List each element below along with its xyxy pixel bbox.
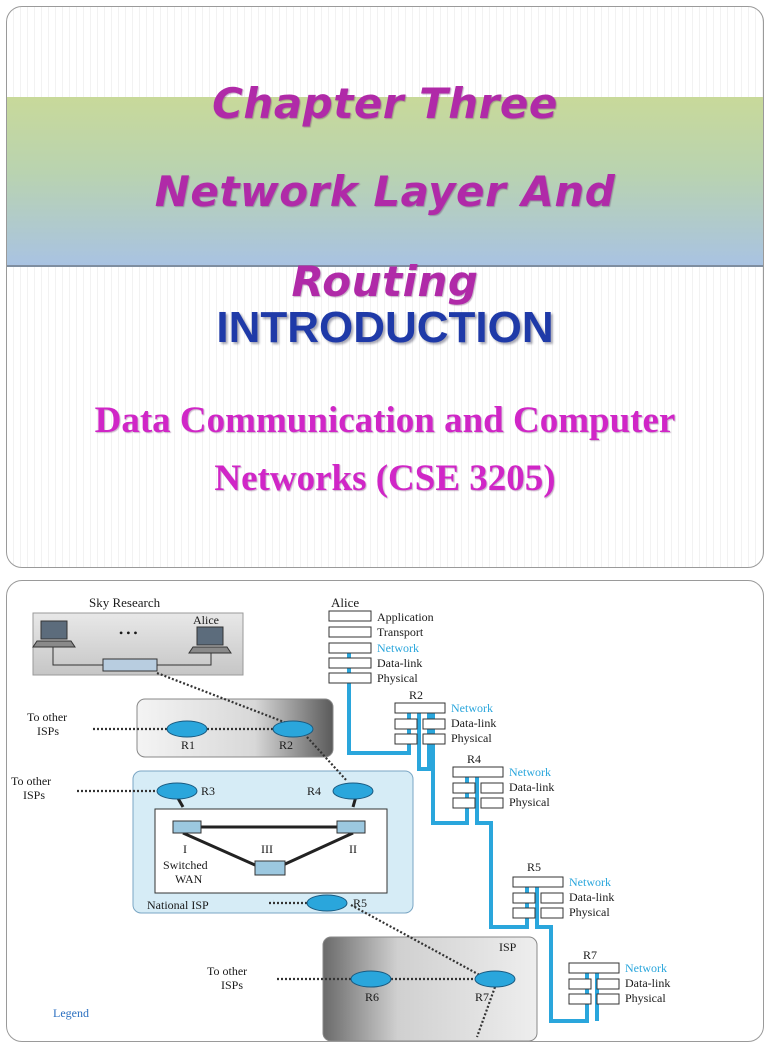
router-icon: [156, 782, 198, 800]
network-links: [77, 671, 497, 1038]
network-diagram: Sky Research • • • Alice ISP: [11, 595, 670, 1041]
alice-stack-title: Alice: [331, 595, 359, 610]
r7-layer-physical: Physical: [625, 991, 666, 1005]
to-other-isps-label: To other: [11, 774, 51, 788]
wan-switch: [336, 820, 366, 834]
r5-layer-network: Network: [569, 875, 611, 889]
r5-layer-data-link: Data-link: [569, 890, 614, 904]
r4-layer-data-link: Data-link: [509, 780, 554, 794]
router-label-r5: R5: [353, 896, 367, 910]
isps-label: ISPs: [221, 978, 243, 992]
chapter-title-line-2: Network Layer And: [154, 167, 616, 216]
course-title-line-2: Networks (CSE 3205): [214, 458, 556, 499]
wan-switch: [172, 820, 202, 834]
router-icon: [166, 720, 208, 738]
alice-host-label: Alice: [193, 613, 219, 627]
isps-label: ISPs: [37, 724, 59, 738]
switched-wan-label-1: Switched: [163, 858, 208, 872]
router-label-r4: R4: [307, 784, 321, 798]
laptop-icon: [188, 626, 232, 654]
r2-layer-data-link: Data-link: [451, 716, 496, 730]
layer-data-link: Data-link: [377, 656, 422, 670]
wan-switch: [254, 860, 286, 876]
to-other-isps-label: To other: [207, 964, 247, 978]
stack-title-r5: R5: [527, 860, 541, 874]
r5-layer-physical: Physical: [569, 905, 610, 919]
switch-label-3: III: [261, 842, 273, 856]
national-isp-label: National ISP: [147, 898, 209, 912]
router-protocol-stack: [568, 962, 620, 1005]
switch-label-2: II: [349, 842, 357, 856]
router-protocol-stack: [452, 766, 504, 809]
lan-cable: [52, 647, 103, 666]
isp-box-bottom: [322, 936, 538, 1041]
router-protocol-stack: [394, 702, 446, 745]
lan-switch: [102, 658, 158, 672]
stack-title-r7: R7: [583, 948, 597, 962]
more-hosts-dots: • • •: [119, 626, 138, 640]
isp-label: ISP: [499, 940, 517, 954]
laptop-icon: [32, 620, 76, 648]
chapter-title-line-1: Chapter Three: [212, 79, 558, 128]
switched-wan-label-2: WAN: [175, 872, 203, 886]
router-label-r2: R2: [279, 738, 293, 752]
stack-title-r2: R2: [409, 688, 423, 702]
network-diagram-slide: Sky Research • • • Alice ISP: [6, 580, 764, 1042]
switch-label-1: I: [183, 842, 187, 856]
router-label-r6: R6: [365, 990, 379, 1004]
r7-layer-data-link: Data-link: [625, 976, 670, 990]
router-icon: [306, 894, 348, 912]
chapter-title-line-3: Routing: [291, 257, 479, 306]
layer-network: Network: [377, 641, 419, 655]
to-other-isps-label: To other: [27, 710, 67, 724]
router-icon: [332, 782, 374, 800]
router-label-r3: R3: [201, 784, 215, 798]
legend-label: Legend: [53, 1006, 89, 1020]
router-label-r1: R1: [181, 738, 195, 752]
r4-layer-physical: Physical: [509, 795, 550, 809]
course-title-line-1: Data Communication and Computer: [94, 400, 676, 441]
router-label-r7: R7: [475, 990, 489, 1004]
lan-cable: [157, 653, 212, 666]
packet-path: [347, 649, 599, 1023]
r2-layer-network: Network: [451, 701, 493, 715]
router-icon: [272, 720, 314, 738]
router-protocol-stack: [512, 876, 564, 919]
layer-application: Application: [377, 610, 434, 624]
stack-title-r4: R4: [467, 752, 481, 766]
alice-protocol-stack: [328, 610, 372, 684]
title-band: [7, 97, 763, 267]
slide-subtitle: INTRODUCTION: [216, 303, 554, 352]
r4-layer-network: Network: [509, 765, 551, 779]
layer-transport: Transport: [377, 625, 424, 639]
router-icon: [474, 970, 516, 988]
isps-label: ISPs: [23, 788, 45, 802]
title-slide: Chapter Three Network Layer And Routing …: [6, 6, 764, 568]
layer-physical: Physical: [377, 671, 418, 685]
r7-layer-network: Network: [625, 961, 667, 975]
r2-layer-physical: Physical: [451, 731, 492, 745]
sky-research-label: Sky Research: [89, 595, 161, 610]
router-icon: [350, 970, 392, 988]
